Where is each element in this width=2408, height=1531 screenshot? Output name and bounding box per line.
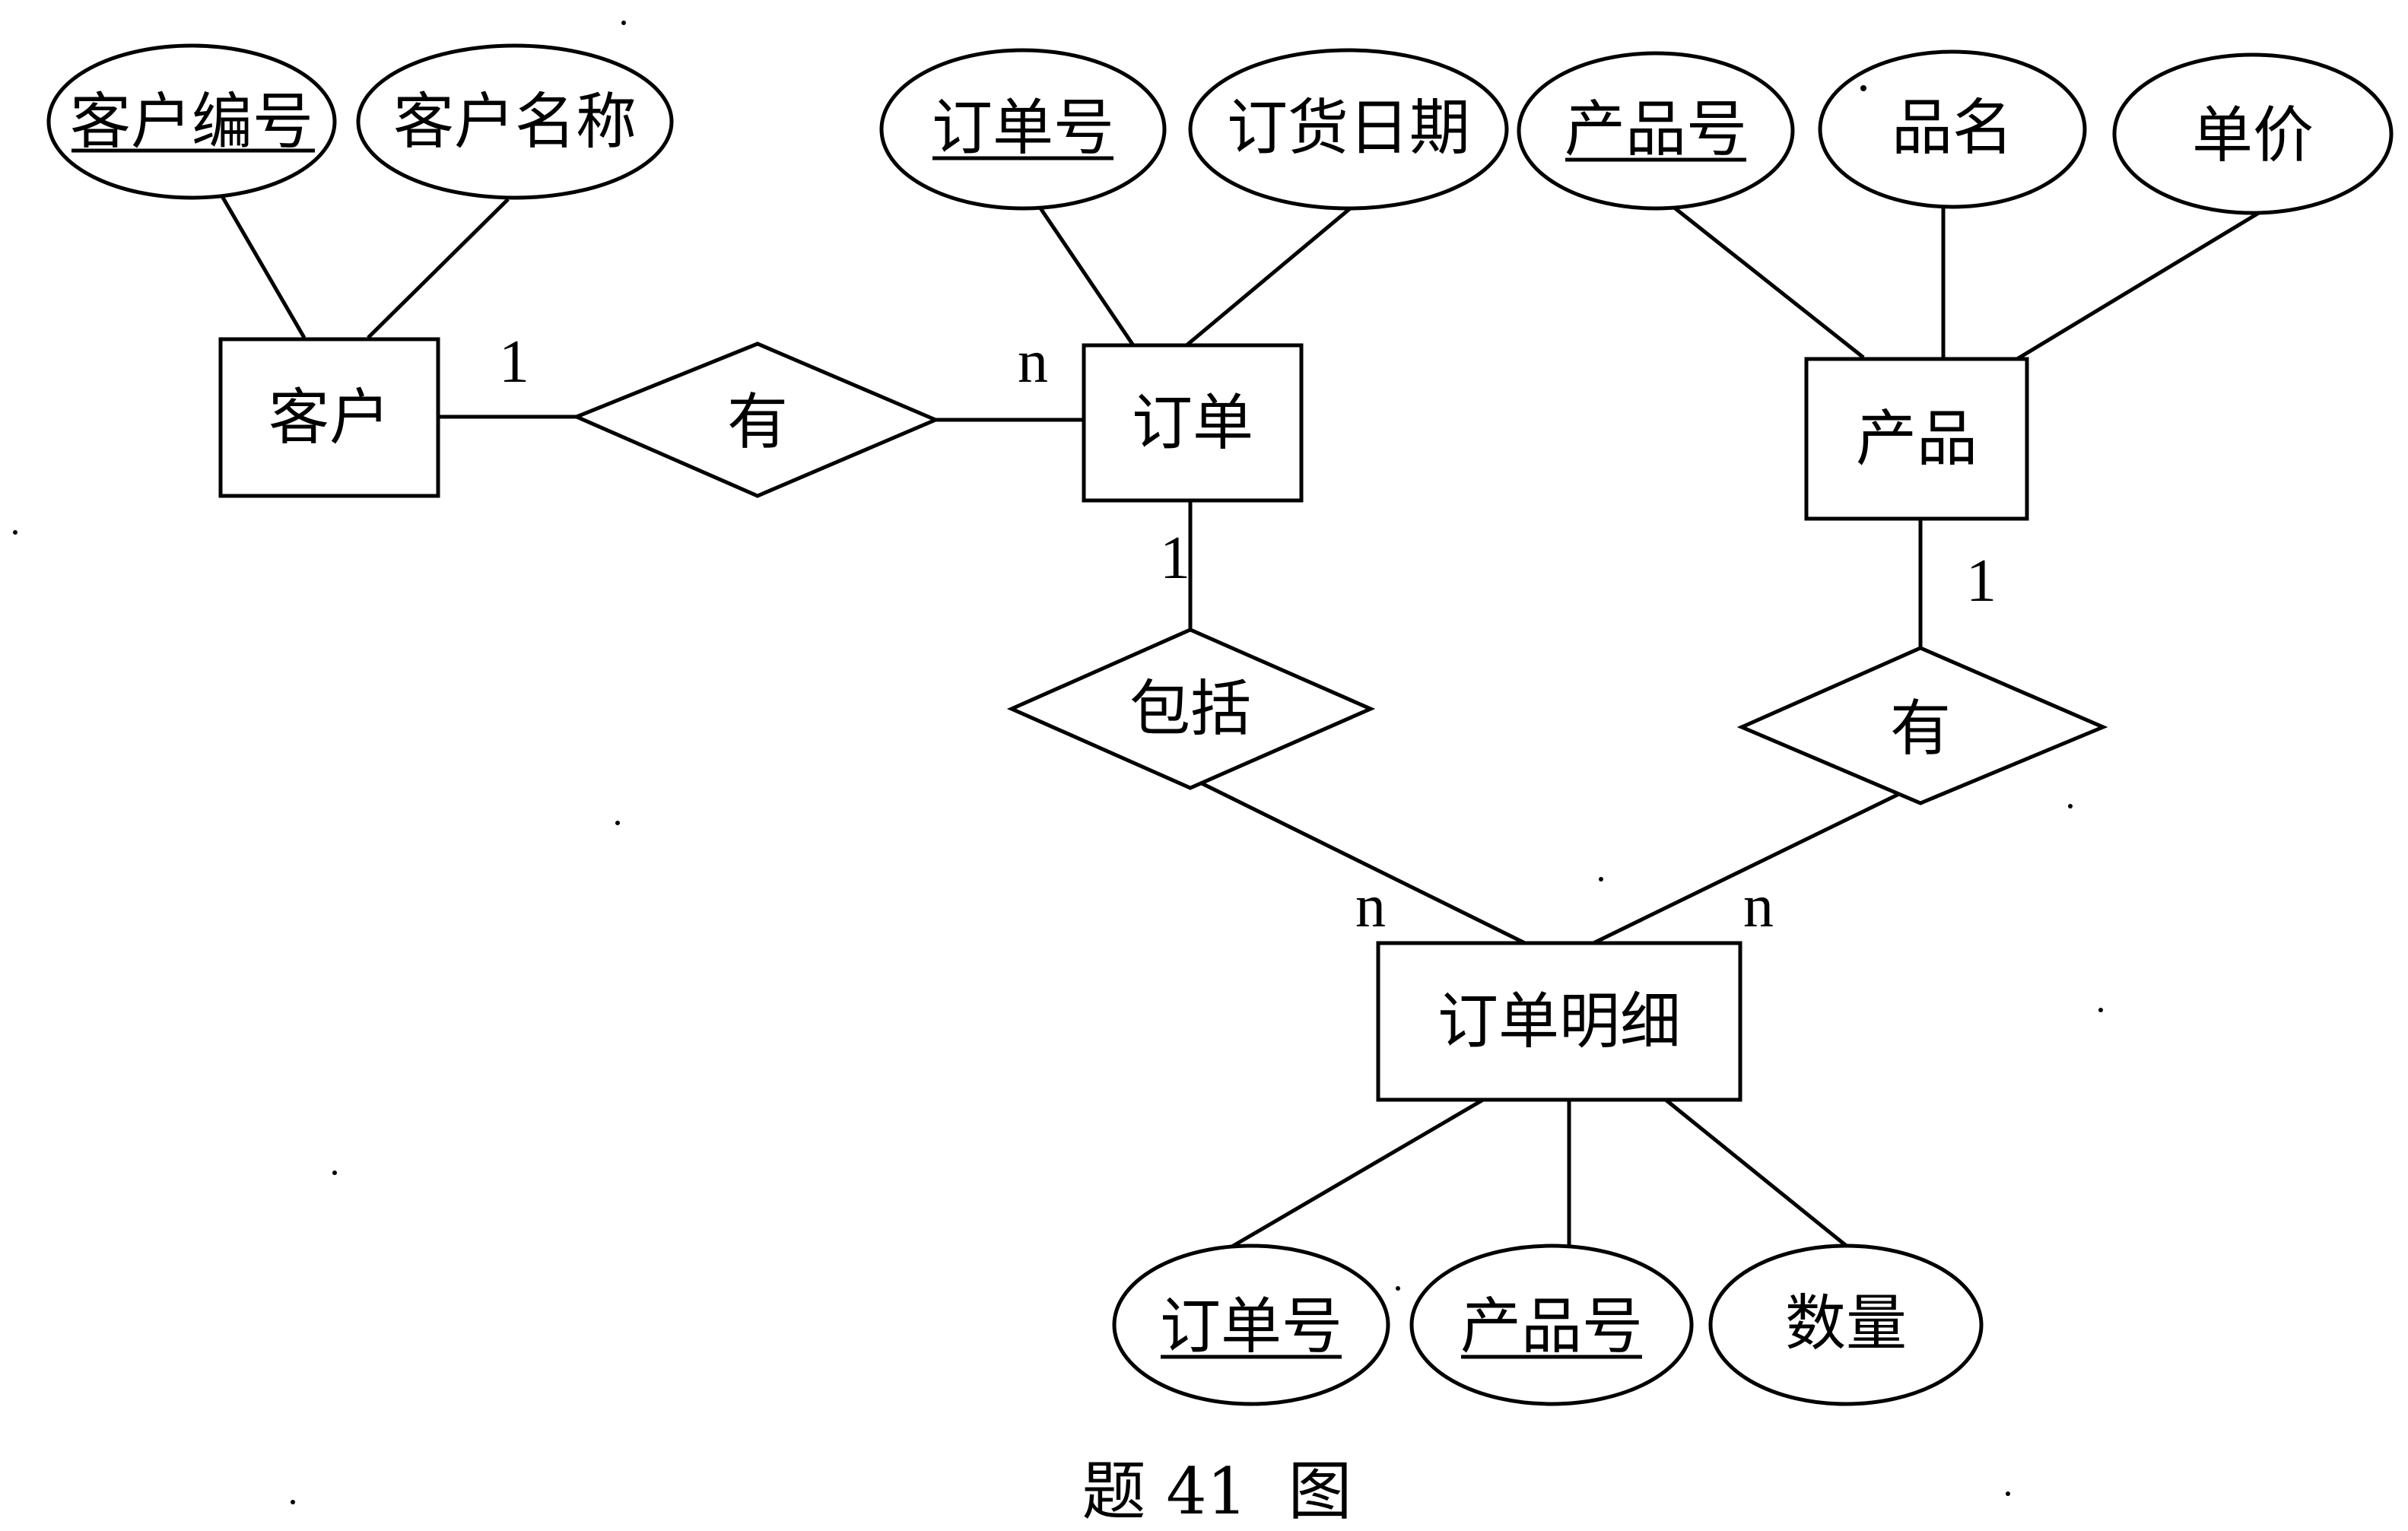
relationship-customer-order: 有 — [571, 341, 941, 498]
relationship-customer-order-label: 有 — [727, 387, 788, 458]
relationship-product-detail-label: 有 — [1890, 694, 1951, 764]
line-detail-to-attr-quantity — [1664, 1098, 1850, 1249]
attribute-detail-order-id: 订单号 — [1112, 1244, 1390, 1406]
line-detail-to-attr-order-id — [1229, 1097, 1485, 1250]
attribute-customer-name: 客户名称 — [356, 43, 674, 200]
connector-lines — [220, 195, 2267, 1250]
entity-order-label: 订单 — [1132, 388, 1253, 459]
attribute-detail-product-id: 产品号 — [1409, 1244, 1694, 1406]
line-unit-price-to-product — [2016, 207, 2267, 361]
entity-order: 订单 — [1082, 343, 1304, 503]
line-customer-id-to-customer — [220, 195, 307, 339]
relationship-include-label: 包括 — [1129, 674, 1251, 745]
attribute-detail-order-id-label: 订单号 — [1160, 1291, 1342, 1362]
entity-product: 产品 — [1804, 357, 2029, 521]
attribute-product-id: 产品号 — [1517, 51, 1795, 211]
attribute-product-name-label: 品名 — [1892, 93, 2013, 164]
cardinality-have-to-detail: n — [1743, 873, 1774, 940]
attribute-unit-price-label: 单价 — [2192, 100, 2314, 171]
attribute-detail-quantity-label: 数量 — [1785, 1288, 1907, 1359]
attribute-customer-id: 客户编号 — [46, 43, 337, 200]
line-order-id-to-order — [1032, 198, 1136, 347]
attribute-customer-name-label: 客户名称 — [393, 87, 637, 157]
cardinality-product-to-have: 1 — [1966, 548, 1997, 615]
cardinality-customer-side: 1 — [499, 329, 529, 395]
entity-order-detail-label: 订单明细 — [1437, 986, 1681, 1057]
line-order-date-to-order — [1185, 204, 1355, 347]
line-customer-name-to-customer — [367, 198, 510, 339]
line-product-id-to-product — [1672, 205, 1865, 359]
scan-specks — [13, 21, 2103, 1504]
attribute-order-date-label: 订货日期 — [1227, 93, 1470, 164]
attribute-order-id-label: 订单号 — [932, 93, 1114, 164]
relationship-product-detail: 有 — [1736, 646, 2108, 805]
attribute-order-date: 订货日期 — [1188, 48, 1509, 211]
attribute-unit-price: 单价 — [2112, 52, 2394, 215]
cardinality-order-to-include: 1 — [1160, 525, 1190, 592]
entity-product-label: 产品 — [1856, 404, 1978, 475]
line-include-to-detail — [1200, 781, 1526, 945]
attribute-product-name: 品名 — [1818, 49, 2087, 209]
entity-customer: 客户 — [218, 337, 440, 498]
cardinality-order-side: n — [1018, 329, 1048, 395]
relationship-include: 包括 — [1006, 627, 1376, 790]
entity-order-detail: 订单明细 — [1376, 941, 1742, 1102]
line-have-to-detail — [1592, 789, 1907, 945]
attribute-product-id-label: 产品号 — [1565, 94, 1747, 165]
cardinality-include-to-detail: n — [1355, 873, 1386, 940]
attribute-customer-id-label: 客户编号 — [70, 87, 313, 157]
attribute-detail-quantity: 数量 — [1708, 1244, 1984, 1406]
attribute-detail-product-id-label: 产品号 — [1460, 1291, 1643, 1362]
figure-caption: 题 41 图 — [1082, 1454, 1352, 1529]
attribute-order-id: 订单号 — [879, 48, 1167, 211]
entity-customer-label: 客户 — [268, 383, 390, 453]
